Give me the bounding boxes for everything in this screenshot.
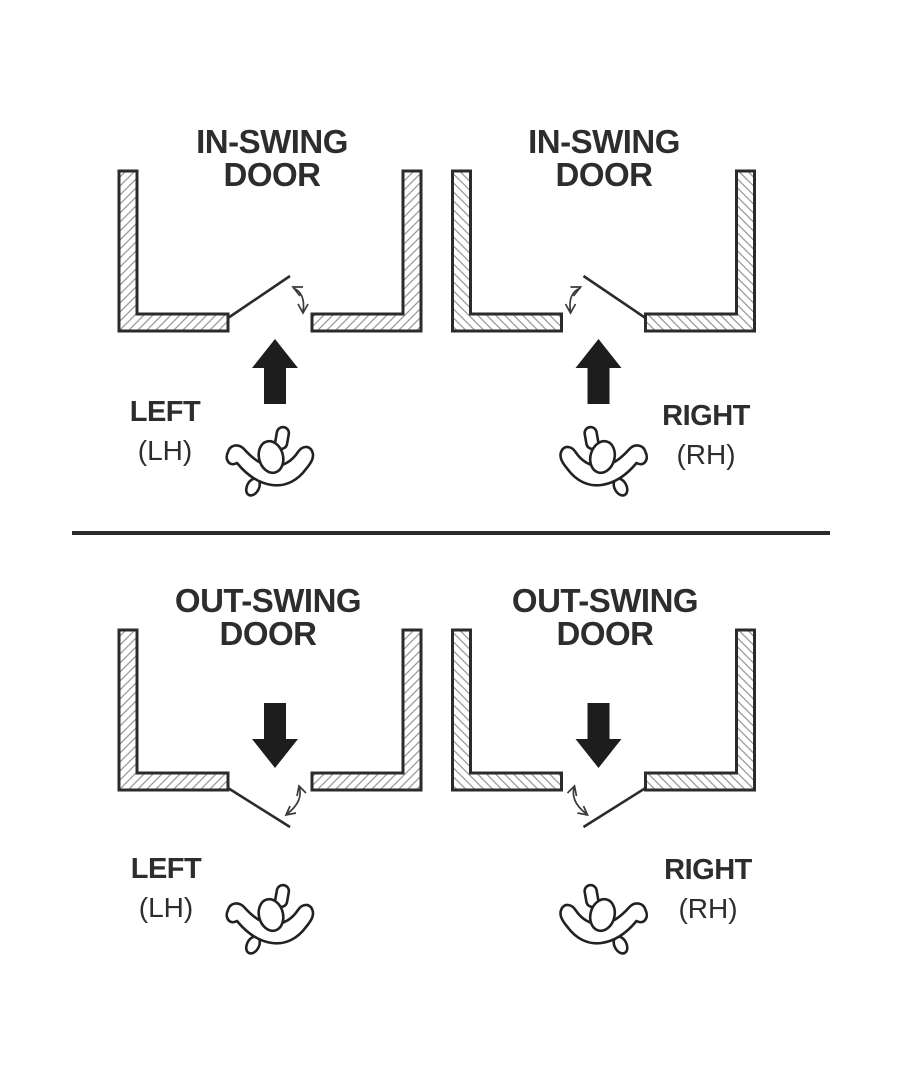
hand-abbr: (LH) (137, 435, 193, 466)
section-divider (72, 531, 830, 535)
title-line: IN-SWING (528, 123, 680, 160)
title-line: DOOR (555, 156, 654, 193)
hand-abbr: (RH) (678, 893, 738, 924)
quadrant-title-outswing-right: OUT-SWING DOOR (445, 584, 765, 650)
hand-label-inswing-left: LEFT (LH) (75, 393, 255, 470)
hand-name: LEFT (129, 396, 201, 428)
hand-name: LEFT (130, 853, 202, 885)
title-line: DOOR (223, 156, 322, 193)
hand-label-outswing-left: LEFT (LH) (76, 850, 256, 927)
hand-label-outswing-right: RIGHT (RH) (618, 851, 798, 928)
title-line: IN-SWING (196, 123, 348, 160)
quadrant-title-inswing-left: IN-SWING DOOR (112, 125, 432, 191)
title-line: DOOR (556, 615, 655, 652)
hand-name: RIGHT (662, 400, 750, 432)
hand-label-inswing-right: RIGHT (RH) (616, 397, 796, 474)
hand-abbr: (RH) (676, 439, 736, 470)
quadrant-title-outswing-left: OUT-SWING DOOR (108, 584, 428, 650)
title-line: DOOR (219, 615, 318, 652)
quadrant-title-inswing-right: IN-SWING DOOR (444, 125, 764, 191)
hand-abbr: (LH) (138, 892, 194, 923)
title-line: OUT-SWING (174, 582, 362, 619)
hand-name: RIGHT (664, 854, 752, 886)
title-line: OUT-SWING (511, 582, 699, 619)
